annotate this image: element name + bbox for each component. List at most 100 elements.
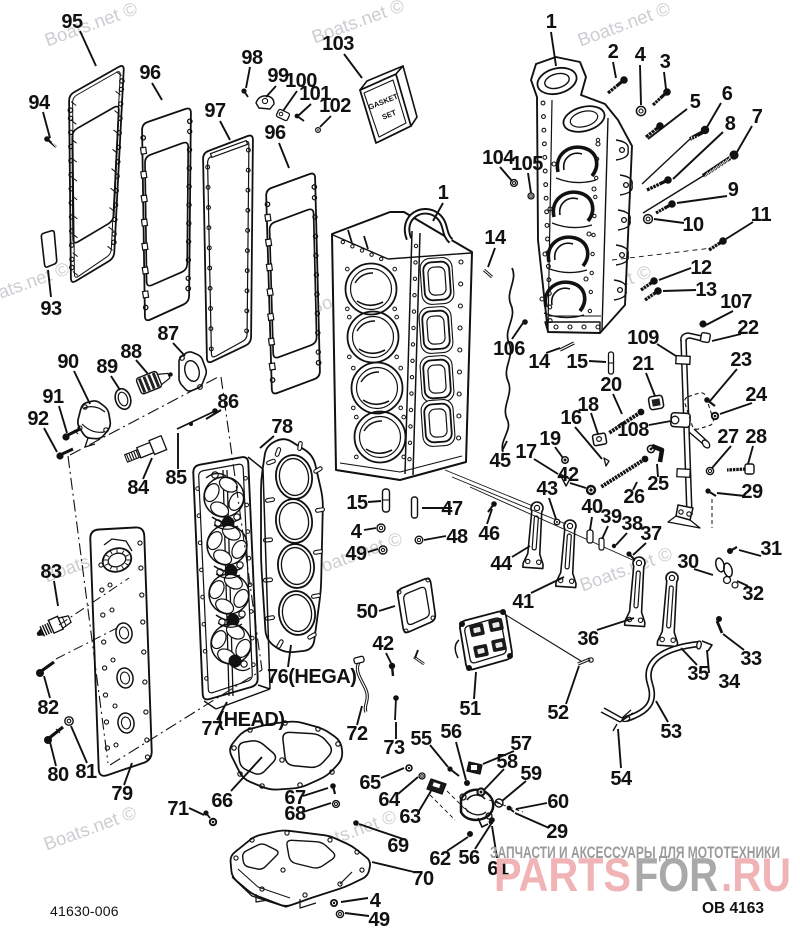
svg-text:38: 38 (621, 513, 643, 535)
svg-text:62: 62 (429, 848, 451, 870)
svg-text:47: 47 (441, 498, 463, 520)
svg-text:20: 20 (600, 374, 622, 396)
svg-text:19: 19 (539, 428, 561, 450)
svg-text:54: 54 (610, 768, 633, 790)
svg-text:7: 7 (752, 106, 763, 128)
svg-text:16: 16 (560, 407, 582, 429)
svg-text:.RU: .RU (721, 848, 791, 901)
svg-text:41630-006: 41630-006 (50, 903, 119, 919)
svg-text:56: 56 (440, 721, 462, 743)
svg-text:17: 17 (515, 441, 537, 463)
svg-text:39: 39 (600, 506, 622, 528)
svg-text:92: 92 (27, 408, 49, 430)
svg-text:49: 49 (368, 909, 390, 931)
svg-text:83: 83 (40, 561, 62, 583)
svg-text:95: 95 (61, 11, 83, 33)
svg-text:71: 71 (167, 798, 189, 820)
svg-text:82: 82 (37, 697, 59, 719)
svg-text:61: 61 (487, 858, 509, 880)
svg-text:3: 3 (660, 51, 671, 73)
svg-text:60: 60 (547, 791, 569, 813)
svg-text:2: 2 (608, 41, 619, 63)
svg-text:88: 88 (120, 341, 142, 363)
svg-text:99: 99 (267, 65, 289, 87)
svg-text:78: 78 (271, 416, 293, 438)
svg-text:96: 96 (139, 62, 161, 84)
svg-text:5: 5 (690, 91, 701, 113)
svg-text:37: 37 (640, 523, 662, 545)
svg-text:79: 79 (111, 783, 133, 805)
svg-text:4: 4 (635, 44, 647, 66)
svg-text:103: 103 (322, 33, 354, 55)
svg-text:81: 81 (75, 761, 97, 783)
svg-text:22: 22 (737, 317, 759, 339)
svg-text:49: 49 (345, 543, 367, 565)
svg-text:OB 4163: OB 4163 (702, 900, 764, 917)
svg-text:25: 25 (647, 473, 669, 495)
svg-text:48: 48 (446, 526, 468, 548)
svg-text:72: 72 (346, 723, 368, 745)
svg-text:98: 98 (241, 47, 263, 69)
svg-text:76(HEGA): 76(HEGA) (267, 666, 356, 688)
svg-text:14: 14 (484, 227, 507, 249)
svg-text:56: 56 (458, 847, 480, 869)
svg-text:77: 77 (201, 718, 223, 740)
svg-text:100: 100 (285, 70, 317, 92)
svg-text:94: 94 (28, 92, 51, 114)
svg-text:53: 53 (660, 721, 682, 743)
svg-text:4: 4 (351, 521, 363, 543)
svg-text:29: 29 (546, 821, 568, 843)
svg-text:105: 105 (511, 153, 543, 175)
svg-text:87: 87 (157, 323, 179, 345)
svg-text:65: 65 (359, 772, 381, 794)
svg-text:66: 66 (211, 790, 233, 812)
svg-text:(HEAD): (HEAD) (218, 709, 285, 731)
svg-text:43: 43 (536, 478, 558, 500)
svg-text:104: 104 (482, 147, 515, 169)
svg-text:21: 21 (632, 353, 654, 375)
svg-text:42: 42 (557, 464, 579, 486)
svg-text:30: 30 (677, 551, 699, 573)
svg-text:1: 1 (438, 182, 449, 204)
svg-text:14: 14 (528, 351, 551, 373)
svg-text:102: 102 (319, 95, 351, 117)
svg-text:46: 46 (478, 523, 500, 545)
svg-text:96: 96 (264, 122, 286, 144)
svg-text:28: 28 (745, 426, 767, 448)
svg-text:26: 26 (623, 486, 645, 508)
svg-text:18: 18 (577, 394, 599, 416)
svg-text:97: 97 (204, 100, 226, 122)
svg-text:11: 11 (751, 204, 772, 226)
svg-text:93: 93 (40, 298, 62, 320)
svg-text:15: 15 (566, 351, 588, 373)
svg-text:44: 44 (490, 553, 513, 575)
svg-text:45: 45 (489, 450, 511, 472)
svg-text:4: 4 (370, 890, 382, 912)
svg-text:68: 68 (284, 803, 306, 825)
svg-text:84: 84 (127, 477, 150, 499)
svg-text:35: 35 (687, 663, 709, 685)
svg-text:27: 27 (717, 426, 739, 448)
svg-text:108: 108 (617, 419, 649, 441)
svg-text:70: 70 (412, 868, 434, 890)
svg-text:24: 24 (745, 384, 768, 406)
svg-text:1: 1 (546, 11, 557, 33)
svg-text:PARTS: PARTS (494, 848, 631, 901)
svg-text:12: 12 (690, 257, 712, 279)
svg-text:57: 57 (510, 733, 532, 755)
svg-text:FOR: FOR (634, 848, 718, 901)
svg-text:23: 23 (730, 349, 752, 371)
svg-text:31: 31 (760, 538, 782, 560)
svg-text:67: 67 (284, 787, 306, 809)
svg-text:6: 6 (722, 83, 733, 105)
svg-text:50: 50 (356, 601, 378, 623)
svg-text:8: 8 (725, 113, 736, 135)
svg-text:107: 107 (720, 291, 752, 313)
svg-text:34: 34 (718, 671, 741, 693)
svg-text:41: 41 (512, 591, 534, 613)
svg-text:ЗАПЧАСТИ И АКСЕССУАРЫ ДЛЯ МОТО: ЗАПЧАСТИ И АКСЕССУАРЫ ДЛЯ МОТОТЕХНИКИ (490, 844, 780, 862)
svg-text:106: 106 (493, 338, 525, 360)
svg-text:51: 51 (459, 698, 481, 720)
svg-text:63: 63 (399, 806, 421, 828)
svg-text:29: 29 (741, 481, 763, 503)
